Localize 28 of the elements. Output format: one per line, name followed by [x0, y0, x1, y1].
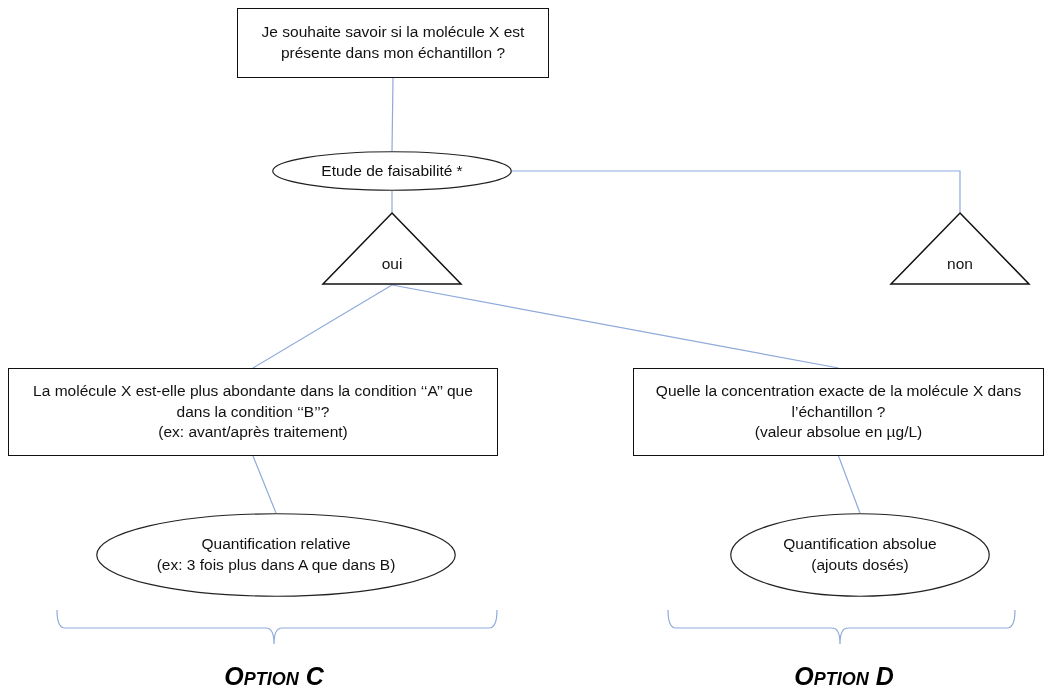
ellipse-node [730, 513, 990, 597]
connector-line [391, 77, 394, 152]
node-text: Quantification relative [200, 534, 352, 555]
node-text: Etude de faisabilité * [320, 160, 464, 181]
node-text: (ex: avant/après traitement) [157, 422, 349, 443]
node-text: Quantification absolue [782, 534, 938, 555]
connector-line [252, 455, 277, 514]
process-box [237, 8, 549, 78]
node-text: (ajouts dosés) [810, 555, 910, 575]
ellipse-node [96, 513, 456, 597]
node-text: Je souhaite savoir si la molécule X est présente dans mon échantillon ? [260, 22, 526, 63]
connector-line [837, 455, 861, 514]
node-text: La molécule X est-elle plus abondante dans la condition ‘‘A’’ que dans la condition ‘‘B’’? [32, 380, 474, 422]
connector-line [252, 284, 393, 369]
node-text: (valeur absolue en µg/L) [753, 422, 924, 443]
node-text: oui [380, 254, 404, 275]
node-text: Quelle la concentration exacte de la molécule X dans l’échantillon ? [654, 380, 1023, 422]
node-text: (ex: 3 fois plus dans A que dans B) [155, 555, 397, 575]
node-text: non [946, 254, 974, 275]
process-box [633, 368, 1044, 456]
connector-line [511, 170, 961, 213]
option-label: Option C [224, 662, 324, 691]
connector-line [391, 190, 393, 213]
triangle-node [322, 212, 462, 285]
triangle-node [890, 212, 1030, 285]
option-label: Option D [794, 662, 894, 691]
ellipse-node [272, 151, 512, 191]
process-box [8, 368, 498, 456]
